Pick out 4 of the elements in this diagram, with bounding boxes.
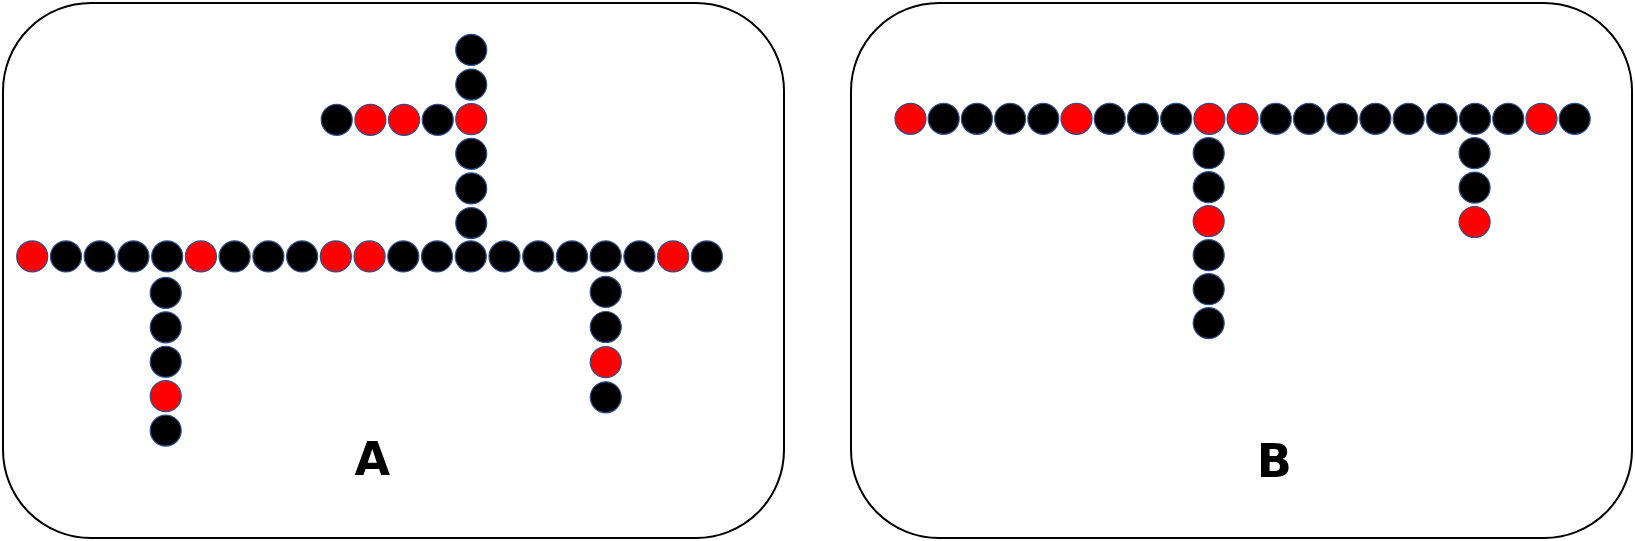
panel [849,2,1633,540]
panel [2,2,786,540]
panel-label: A [354,435,391,482]
panel-label: B [1256,437,1292,484]
